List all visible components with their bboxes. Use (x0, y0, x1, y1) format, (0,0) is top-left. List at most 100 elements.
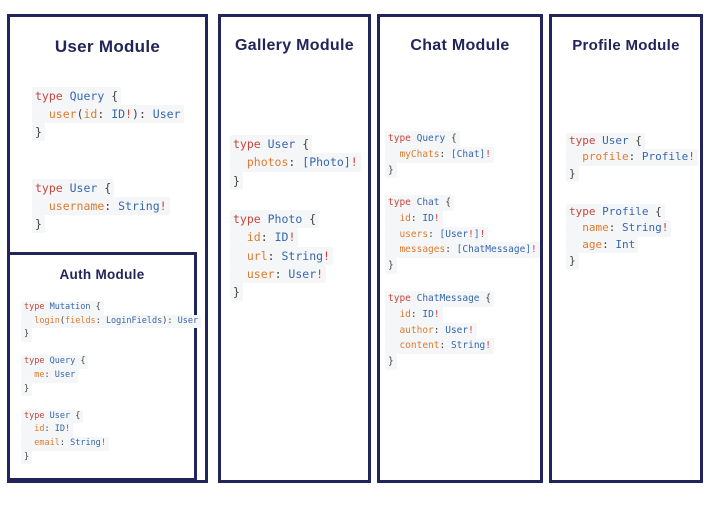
code-token: Query (416, 133, 451, 144)
code-token: LoginFields (105, 315, 163, 326)
code-token: ID (274, 230, 289, 245)
code-token: Profile (641, 150, 689, 164)
module-title-profile: Profile Module (572, 37, 680, 54)
code-token: Chat (416, 197, 446, 208)
code-token: me (34, 369, 45, 380)
code-token: Query (69, 89, 112, 103)
code-token: User (69, 181, 105, 195)
code-token: type (388, 197, 417, 208)
code-token: { (655, 205, 662, 218)
code-block-profile-user: type User { profile: Profile!} (566, 133, 698, 183)
code-line: user(id: ID!): User (32, 105, 184, 123)
code-line: profile: Profile! (566, 149, 698, 166)
code-line: } (21, 450, 33, 465)
code-token: : (104, 199, 119, 213)
code-line: } (230, 171, 243, 190)
code-token: String (450, 340, 486, 352)
code-token: type (569, 134, 603, 147)
code-token: { (111, 89, 119, 103)
code-token: : (95, 315, 106, 326)
code-token: } (388, 164, 394, 176)
code-line: username: String! (32, 197, 170, 215)
code-token: age (582, 237, 603, 251)
code-line: id: ID! (385, 210, 443, 227)
code-token: ! (65, 424, 71, 435)
code-token: ! (323, 248, 330, 263)
code-token: } (233, 285, 240, 300)
code-token (233, 155, 247, 169)
code-line: content: String! (385, 338, 495, 355)
code-token (569, 150, 582, 163)
code-token: } (24, 451, 30, 462)
module-title-gallery: Gallery Module (235, 37, 354, 54)
code-line: name: String! (566, 220, 672, 237)
code-token: User (288, 266, 317, 281)
code-line: type User { (21, 409, 84, 424)
code-token (388, 244, 399, 255)
code-token: : (433, 324, 446, 336)
auth-module-box: Auth Module type Mutation { login(fields… (7, 252, 202, 481)
code-token: messages (399, 244, 446, 256)
code-token: Mutation (49, 302, 96, 312)
code-token (24, 438, 34, 448)
code-line: } (21, 328, 33, 342)
code-token: user (246, 266, 275, 281)
code-token: } (233, 173, 240, 188)
code-token: } (35, 125, 42, 139)
code-token: ! (288, 230, 296, 245)
code-line: } (21, 382, 33, 397)
code-token (569, 238, 582, 251)
code-token: ! (350, 155, 358, 170)
code-token: ] (473, 228, 480, 240)
code-token: { (75, 410, 81, 421)
code-token: Photo (267, 212, 310, 226)
code-token: ! (125, 107, 133, 121)
code-token: User (267, 137, 303, 151)
code-line: users: [User!]! (385, 226, 489, 243)
code-token (388, 309, 399, 320)
code-token: : (608, 221, 622, 235)
code-token: author (399, 324, 434, 336)
code-token: [ChatMessage] (456, 244, 532, 256)
code-line: } (385, 162, 397, 179)
code-token: id (399, 212, 411, 224)
code-token: id (83, 107, 98, 121)
code-token: : (439, 148, 451, 160)
code-token: { (95, 302, 101, 312)
code-token (233, 230, 247, 244)
code-token: : (628, 150, 642, 164)
chat-module-box: Chat Module type Query { myChats: [Chat]… (377, 14, 543, 483)
code-line: type User { (32, 179, 115, 197)
code-token: login (34, 315, 60, 326)
code-token: : (260, 230, 275, 245)
code-line: type Mutation { (21, 301, 104, 315)
profile-module-box: Profile Module type User { profile: Prof… (549, 14, 703, 483)
code-line: } (32, 215, 45, 233)
code-token: ID (422, 308, 434, 320)
code-line: photos: [Photo]! (230, 153, 361, 172)
code-token: ! (468, 228, 474, 240)
code-token (24, 316, 34, 326)
code-token: { (485, 293, 491, 304)
code-token: [User (439, 228, 469, 240)
code-token: name (582, 221, 609, 235)
code-token (35, 107, 49, 121)
module-title-chat: Chat Module (410, 37, 510, 54)
code-token: : (439, 340, 451, 352)
code-line: type Query { (385, 131, 460, 147)
code-token: ID (54, 424, 65, 435)
code-token: ChatMessage (416, 293, 486, 304)
code-token: User (54, 369, 76, 380)
code-token: type (35, 181, 70, 195)
code-token: ! (531, 244, 537, 256)
code-token: Int (615, 237, 636, 251)
code-token: ID (422, 212, 434, 224)
code-token: : (44, 424, 55, 435)
code-line: author: User! (385, 322, 477, 339)
code-line: } (566, 253, 579, 270)
module-title-auth: Auth Module (59, 267, 145, 282)
code-token: email (34, 437, 60, 448)
code-token: ! (316, 266, 324, 281)
code-token: fields (64, 315, 96, 326)
code-line: user: User! (230, 264, 327, 284)
